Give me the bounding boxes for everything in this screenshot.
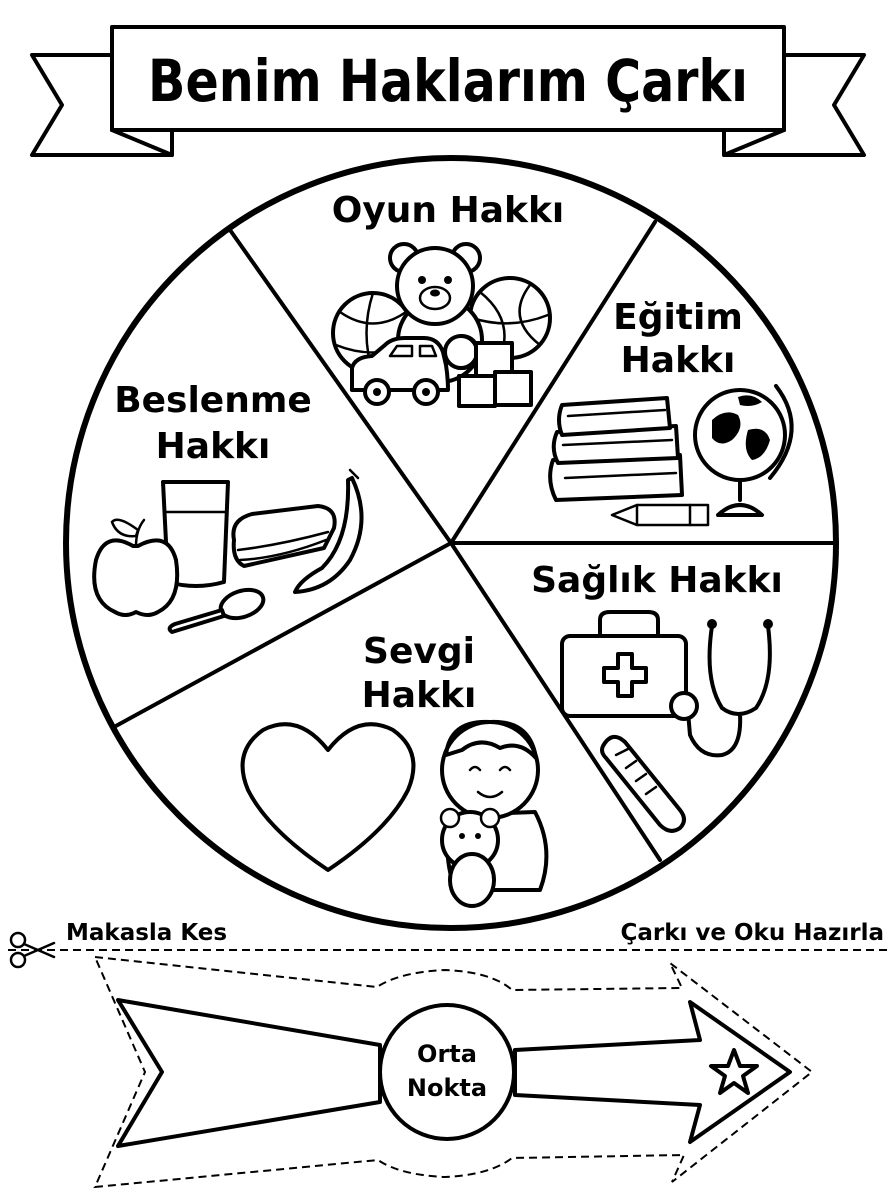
rights-wheel: Oyun Hakkı bbox=[63, 155, 839, 931]
arrow-head bbox=[513, 1000, 792, 1144]
slice-label-egitim-1: Eğitim bbox=[613, 297, 743, 338]
spoon-icon bbox=[167, 587, 266, 634]
slice-label-beslenme-1: Beslenme bbox=[114, 380, 312, 421]
slice-beslenme: Beslenme Hakkı bbox=[92, 380, 364, 634]
slice-egitim: Eğitim Hakkı bbox=[548, 297, 794, 527]
divider-line bbox=[112, 541, 453, 729]
divider-line bbox=[228, 228, 453, 545]
pencil-icon bbox=[610, 503, 710, 527]
slice-label-beslenme-2: Hakkı bbox=[156, 426, 271, 467]
cut-label-left: Makasla Kes bbox=[66, 920, 227, 946]
cut-line: Makasla Kes Çarkı ve Oku Hazırla bbox=[8, 920, 888, 969]
divider-line bbox=[449, 541, 662, 862]
slice-label-egitim-2: Hakkı bbox=[621, 340, 736, 381]
title-banner: Benim Haklarım Çarkı bbox=[30, 25, 866, 157]
banner-main bbox=[110, 25, 786, 132]
sandwich-icon bbox=[231, 504, 337, 568]
slice-sevgi: Sevgi Hakkı bbox=[240, 631, 549, 908]
slice-label-sevgi-2: Hakkı bbox=[362, 675, 477, 716]
banana-icon bbox=[293, 468, 364, 594]
books-icon bbox=[548, 396, 684, 502]
scissors-icon bbox=[9, 931, 56, 969]
blocks-icon bbox=[457, 341, 533, 408]
center-label-1: Orta bbox=[417, 1040, 477, 1068]
star-icon bbox=[709, 1048, 759, 1095]
first-aid-kit-icon bbox=[560, 610, 688, 718]
thermometer-icon bbox=[600, 734, 686, 833]
slice-saglik: Sağlık Hakkı bbox=[531, 560, 783, 833]
arrow-pointer: Orta Nokta bbox=[93, 955, 814, 1189]
divider-line bbox=[449, 220, 657, 545]
arrow-tail bbox=[116, 998, 382, 1148]
slice-label-saglik: Sağlık Hakkı bbox=[531, 560, 783, 601]
arrow-dashed-outline bbox=[93, 955, 814, 1189]
stethoscope-icon bbox=[669, 619, 773, 758]
rattle-icon bbox=[443, 334, 479, 370]
center-label-2: Nokta bbox=[407, 1074, 487, 1102]
page-title: Benim Haklarım Çarkı bbox=[148, 47, 748, 115]
slice-oyun: Oyun Hakkı bbox=[331, 190, 565, 408]
apple-icon bbox=[92, 518, 180, 617]
globe-icon bbox=[693, 384, 794, 517]
child-with-teddy-icon bbox=[439, 719, 549, 908]
heart-icon bbox=[240, 722, 416, 872]
slice-label-oyun: Oyun Hakkı bbox=[332, 190, 565, 231]
slice-label-sevgi-1: Sevgi bbox=[363, 631, 475, 672]
cut-label-right: Çarkı ve Oku Hazırla bbox=[620, 920, 884, 946]
toy-car-icon bbox=[350, 336, 450, 406]
center-point-circle[interactable] bbox=[378, 1003, 516, 1141]
